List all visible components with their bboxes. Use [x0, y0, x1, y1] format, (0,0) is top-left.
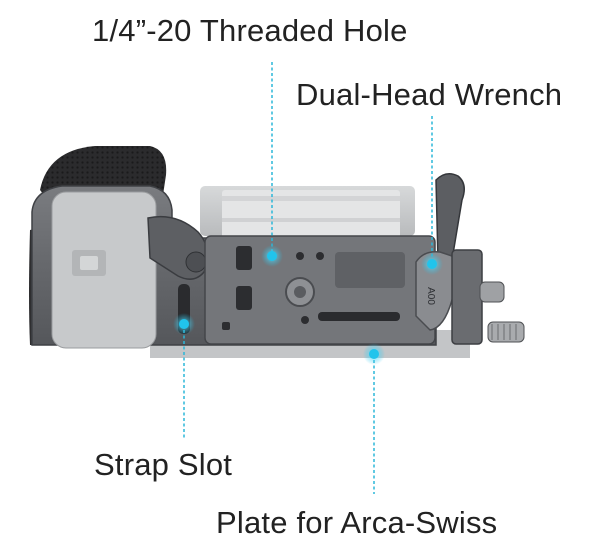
- label-arca-plate: Plate for Arca-Swiss: [216, 505, 498, 540]
- callout-strap-slot: [173, 313, 195, 440]
- wrench-holder: A00: [415, 173, 465, 331]
- label-threaded-hole: 1/4”-20 Threaded Hole: [92, 13, 408, 48]
- lens-mount: [222, 190, 400, 238]
- callout-arca-plate: [363, 343, 385, 494]
- arca-base-plate: [204, 235, 436, 345]
- callout-threaded-hole: [261, 62, 283, 267]
- label-wrench: Dual-Head Wrench: [296, 77, 563, 112]
- plate-engraving: A00: [425, 287, 436, 305]
- label-strap-slot: Strap Slot: [94, 447, 233, 482]
- side-rail: [451, 249, 525, 345]
- callout-wrench: [421, 116, 443, 275]
